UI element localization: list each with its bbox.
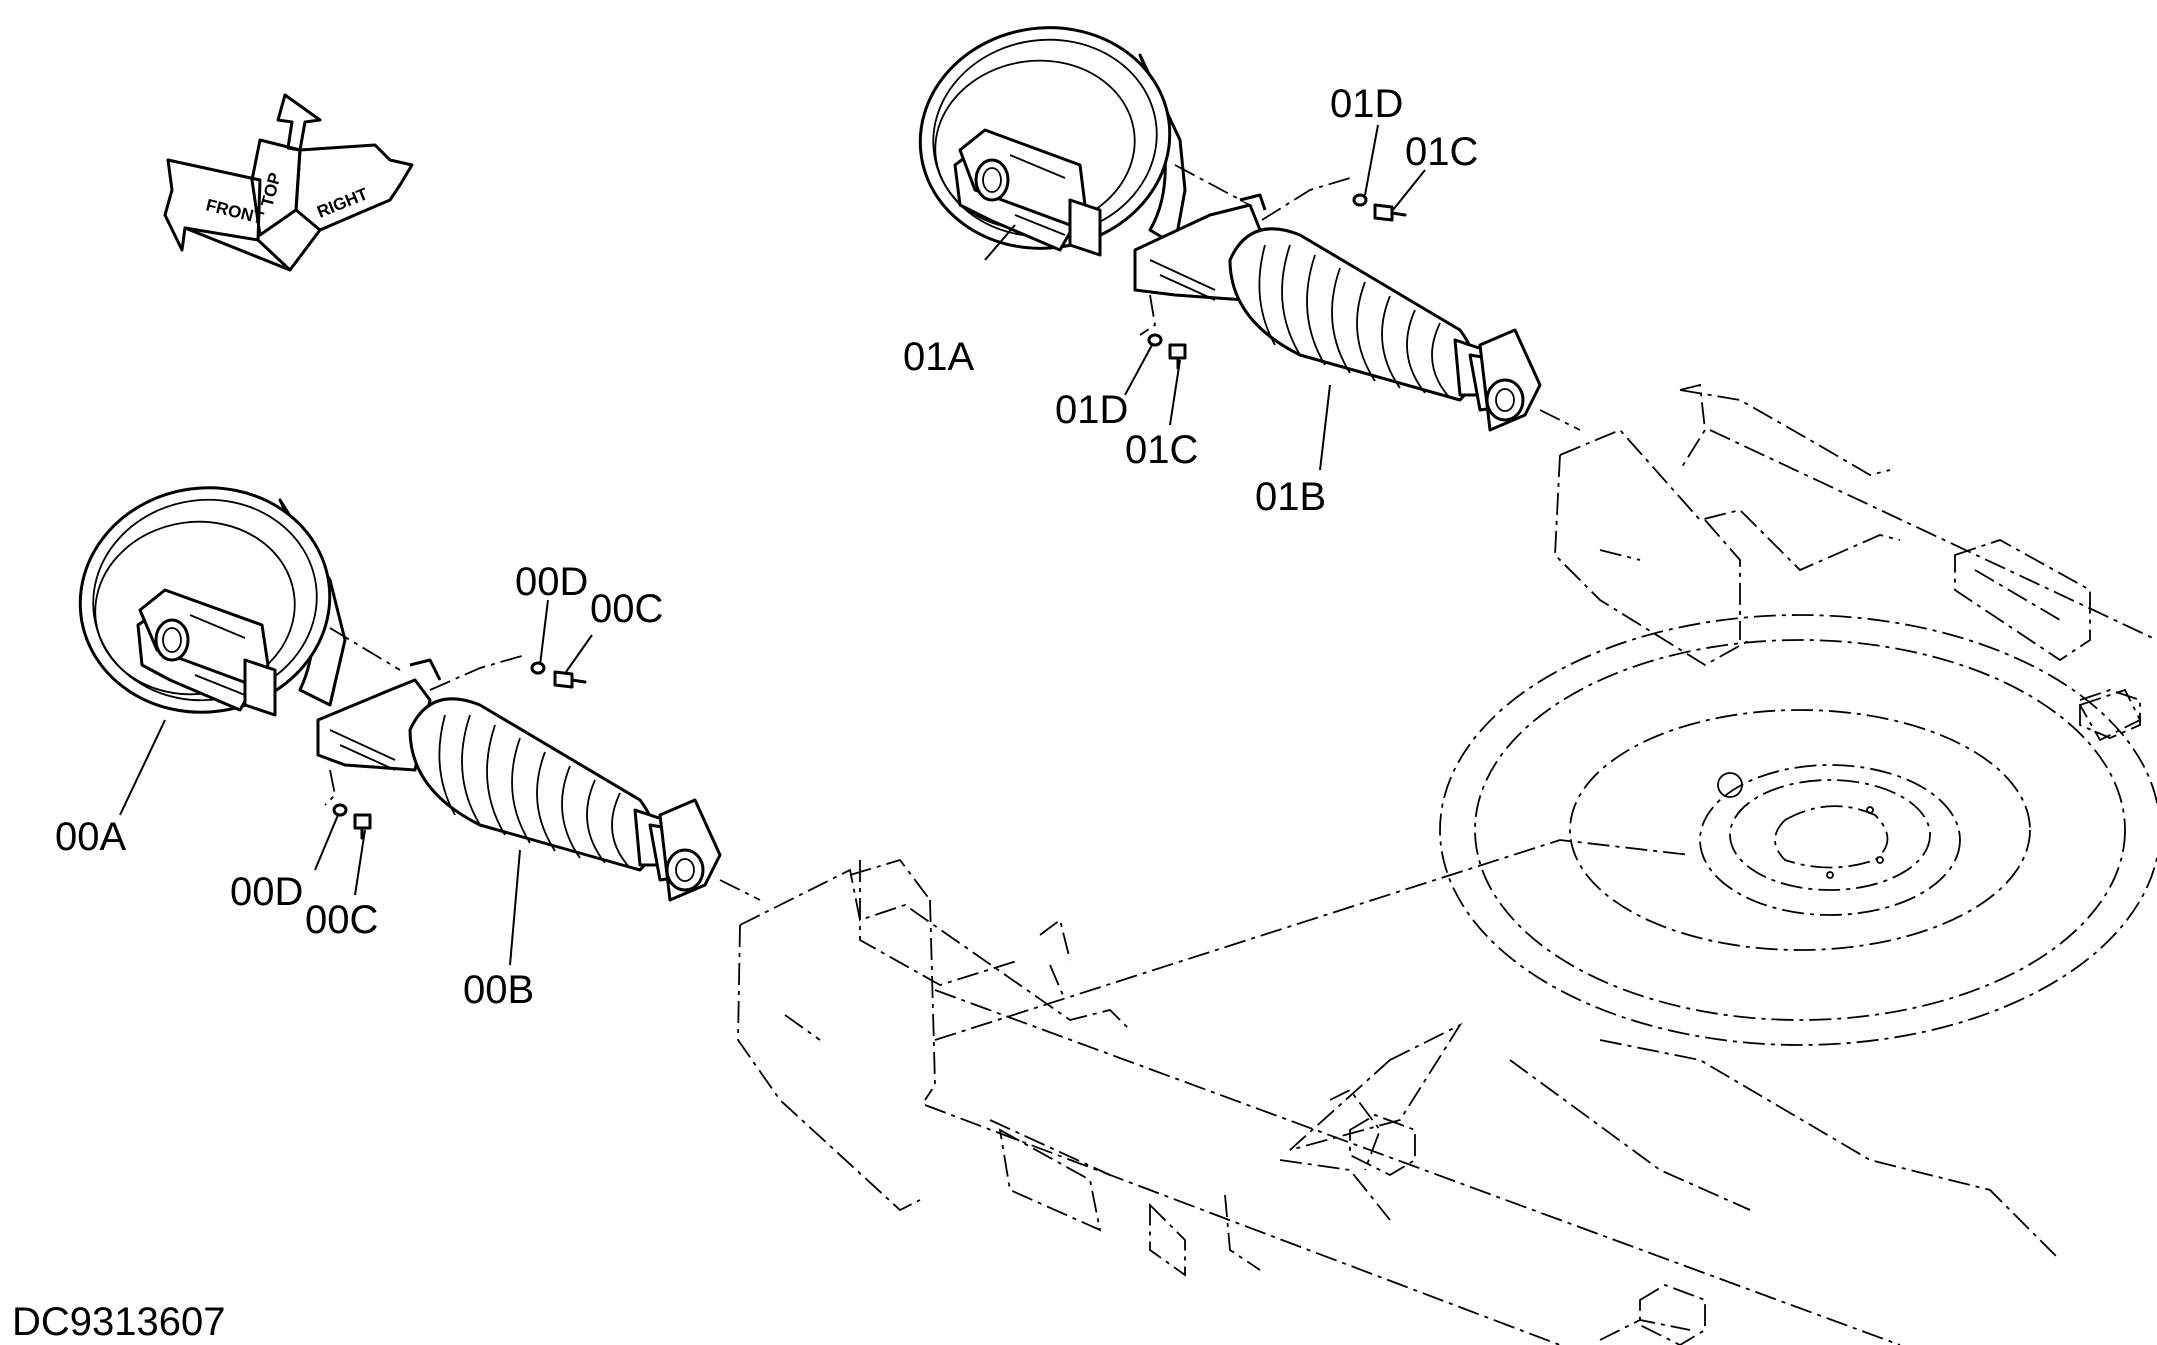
orientation-indicator: FRONT TOP RIGHT (163, 93, 414, 272)
callout-01C-lower: 01C (1125, 428, 1198, 472)
callout-00D-upper: 00D (515, 560, 588, 604)
callout-01B: 01B (1255, 475, 1326, 519)
callout-01D-lower: 01D (1055, 388, 1128, 432)
callout-00B: 00B (463, 968, 534, 1012)
callout-01C-upper: 01C (1405, 130, 1478, 174)
track-frame (737, 383, 2157, 1345)
bolt-washer-00-lower (324, 769, 372, 840)
idler-assembly-01 (918, 26, 1581, 432)
callout-labels: 01A 01D 01C 01D 01C 01B 00A 00D 00C 00D … (55, 82, 1478, 1012)
callout-01D-upper: 01D (1330, 82, 1403, 126)
idler-assembly-00 (78, 486, 761, 902)
bolt-washer-01-upper (1261, 177, 1407, 222)
drawing-number: DC9313607 (12, 1300, 226, 1344)
callout-00D-lower: 00D (230, 870, 303, 914)
bolt-washer-00-upper (429, 654, 587, 691)
right-label: RIGHT (314, 184, 371, 222)
callout-00A: 00A (55, 815, 126, 859)
tension-spring-00B (316, 627, 761, 902)
leader-lines (119, 124, 1426, 966)
callout-00C-upper: 00C (590, 587, 663, 631)
callout-01A: 01A (903, 335, 974, 379)
front-label: FRONT (204, 195, 266, 228)
idler-wheel-00A (78, 486, 347, 717)
tension-spring-01B (1133, 164, 1581, 432)
top-label: TOP (258, 171, 285, 209)
callout-00C-lower: 00C (305, 898, 378, 942)
bolt-washer-01-lower (1139, 294, 1187, 370)
idler-wheel-01A (918, 26, 1187, 257)
